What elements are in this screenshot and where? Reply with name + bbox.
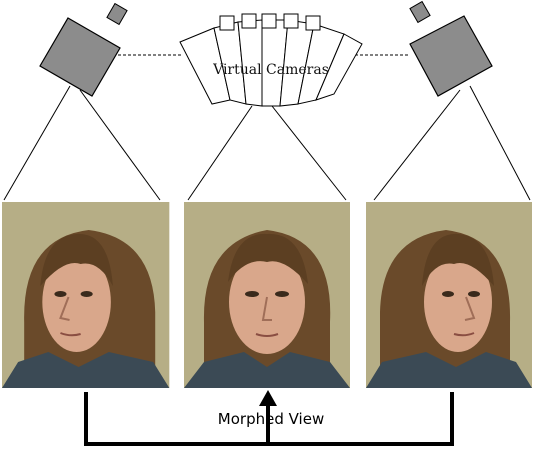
morphed-view-label: Morphed View xyxy=(217,410,325,428)
center-face-photo xyxy=(183,201,351,389)
right-face-photo xyxy=(365,201,533,389)
right-camera-icon xyxy=(409,0,493,97)
morph-bracket xyxy=(84,392,454,446)
frustum-lines xyxy=(3,85,531,201)
virtual-cameras-label: Virtual Cameras xyxy=(213,62,329,78)
up-arrow-icon xyxy=(259,390,277,406)
virtual-cameras-icon xyxy=(179,13,363,107)
left-camera-icon xyxy=(39,2,128,97)
left-face-photo xyxy=(0,200,171,390)
